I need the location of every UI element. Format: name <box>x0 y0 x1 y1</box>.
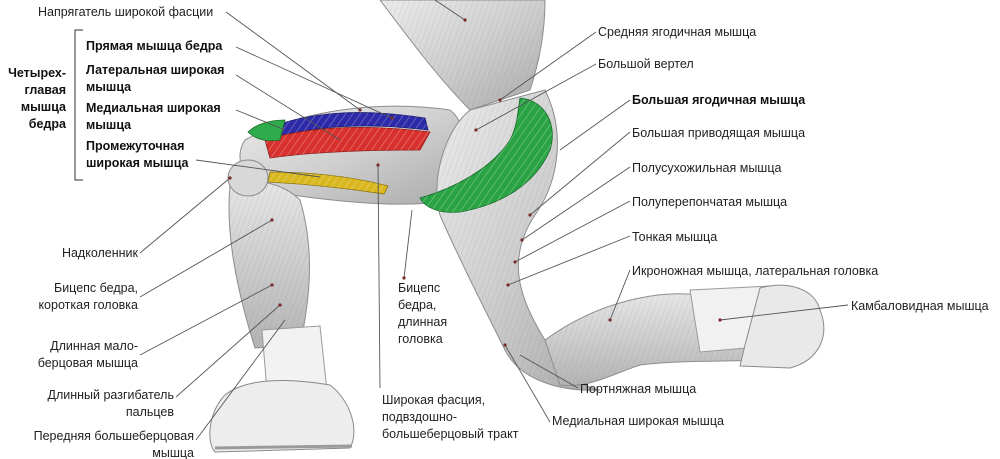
label-biceps-short: Бицепс бедра, короткая головка <box>38 281 138 312</box>
vastus-medialis-band <box>247 119 286 142</box>
label-semimembranosus: Полуперепончатая мышца <box>632 195 788 209</box>
rear-shoe-shape <box>739 284 825 369</box>
quadriceps-group-label: Четырех- главая мышца бедра <box>8 66 66 131</box>
label-adductor-magnus: Большая приводящая мышца <box>632 126 806 140</box>
label-semitendinosus: Полусухожильная мышца <box>632 161 782 175</box>
label-gluteus-medius: Средняя ягодичная мышца <box>598 25 757 39</box>
label-vastus-medialis: Медиальная широкая мышца <box>86 101 221 132</box>
label-vastus-intermedius: Промежуточная широкая мышца <box>86 139 189 170</box>
label-vastus-medialis-2: Медиальная широкая мышца <box>552 414 724 428</box>
label-tibialis-anterior: Передняя большеберцовая мышца <box>33 429 194 459</box>
label-greater-trochanter: Большой вертел <box>598 57 694 71</box>
label-soleus: Камбаловидная мышца <box>851 299 989 313</box>
label-tensor-fasciae: Напрягатель широкой фасции <box>38 5 214 19</box>
label-patella: Надколенник <box>61 246 138 260</box>
patella-shape <box>227 159 269 197</box>
label-peroneus-longus: Длинная мало- берцовая мышца <box>37 339 138 370</box>
leader-lines <box>139 0 849 441</box>
label-sartorius: Портняжная мышца <box>580 382 697 396</box>
leader-dots <box>228 18 722 347</box>
label-rectus-femoris: Прямая мышца бедра <box>86 39 223 53</box>
label-vastus-lateralis: Латеральная широкая мышца <box>86 63 225 94</box>
label-fascia-lata: Широкая фасция, подвздошно- большеберцов… <box>382 393 519 441</box>
front-shoe-shape <box>209 380 355 453</box>
label-gastrocnemius-lateral: Икроножная мышца, латеральная головка <box>632 264 879 278</box>
label-gracilis: Тонкая мышца <box>632 230 718 244</box>
label-extensor-digitorum: Длинный разгибатель пальцев <box>47 388 174 419</box>
label-gluteus-maximus: Большая ягодичная мышца <box>632 93 806 107</box>
label-biceps-long: Бицепс бедра, длинная головка <box>398 281 448 346</box>
quadriceps-bracket <box>74 29 83 181</box>
